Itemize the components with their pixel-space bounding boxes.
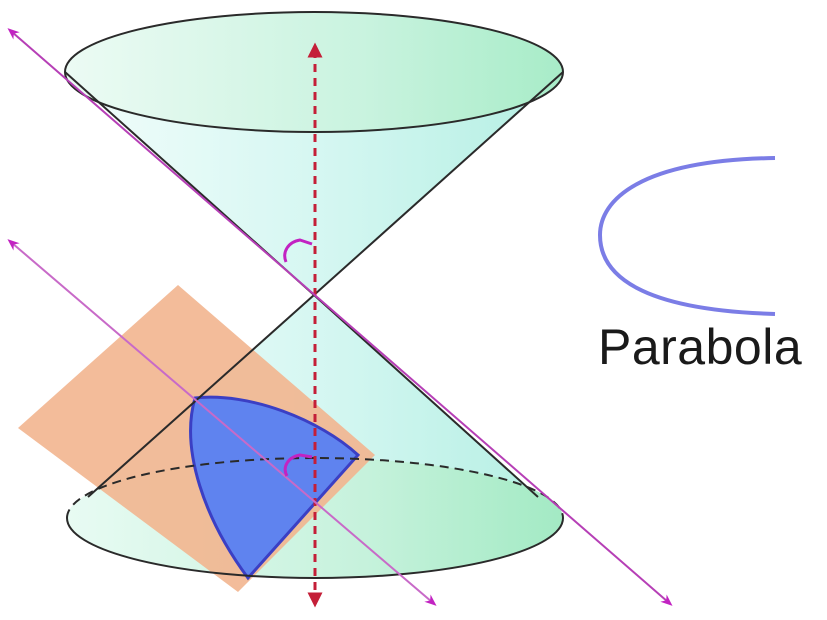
plane-line-arrow bbox=[7, 239, 437, 606]
parabola-label: Parabola bbox=[598, 319, 803, 375]
angle-marker-lower bbox=[283, 453, 313, 477]
parabola-curve-icon bbox=[597, 156, 776, 316]
angle-marker-upper bbox=[283, 238, 313, 263]
